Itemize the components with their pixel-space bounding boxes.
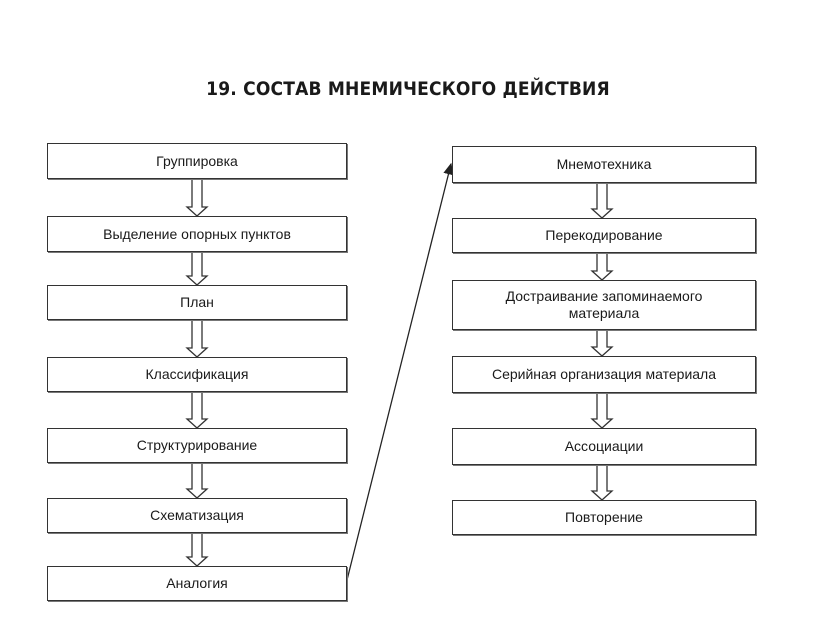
flow-arrow [590, 330, 614, 357]
step-box: Ассоциации [452, 428, 756, 465]
step-box: Перекодирование [452, 218, 756, 253]
step-box: План [47, 285, 347, 320]
step-box: Классификация [47, 357, 347, 392]
flow-arrow [590, 393, 614, 429]
step-box: Достраивание запоминаемого материала [452, 280, 756, 330]
step-box: Схематизация [47, 498, 347, 533]
flow-arrow [185, 533, 209, 567]
flow-arrow [185, 392, 209, 429]
diagram-title: 19. СОСТАВ МНЕМИЧЕСКОГО ДЕЙСТВИЯ [206, 78, 610, 100]
flow-arrow [185, 463, 209, 499]
flow-arrow [185, 320, 209, 358]
flow-arrow [590, 253, 614, 281]
step-box: Повторение [452, 500, 756, 535]
step-box: Выделение опорных пунктов [47, 216, 347, 252]
flow-arrow [590, 465, 614, 501]
step-box: Мнемотехника [452, 146, 756, 183]
flow-arrow [185, 252, 209, 286]
step-box: Серийная организация материала [452, 356, 756, 393]
step-box: Группировка [47, 143, 347, 179]
step-box: Аналогия [47, 566, 347, 601]
step-box: Структурирование [47, 428, 347, 463]
flow-arrow [185, 179, 209, 217]
connector-arrow [346, 162, 454, 581]
flow-arrow [590, 183, 614, 219]
